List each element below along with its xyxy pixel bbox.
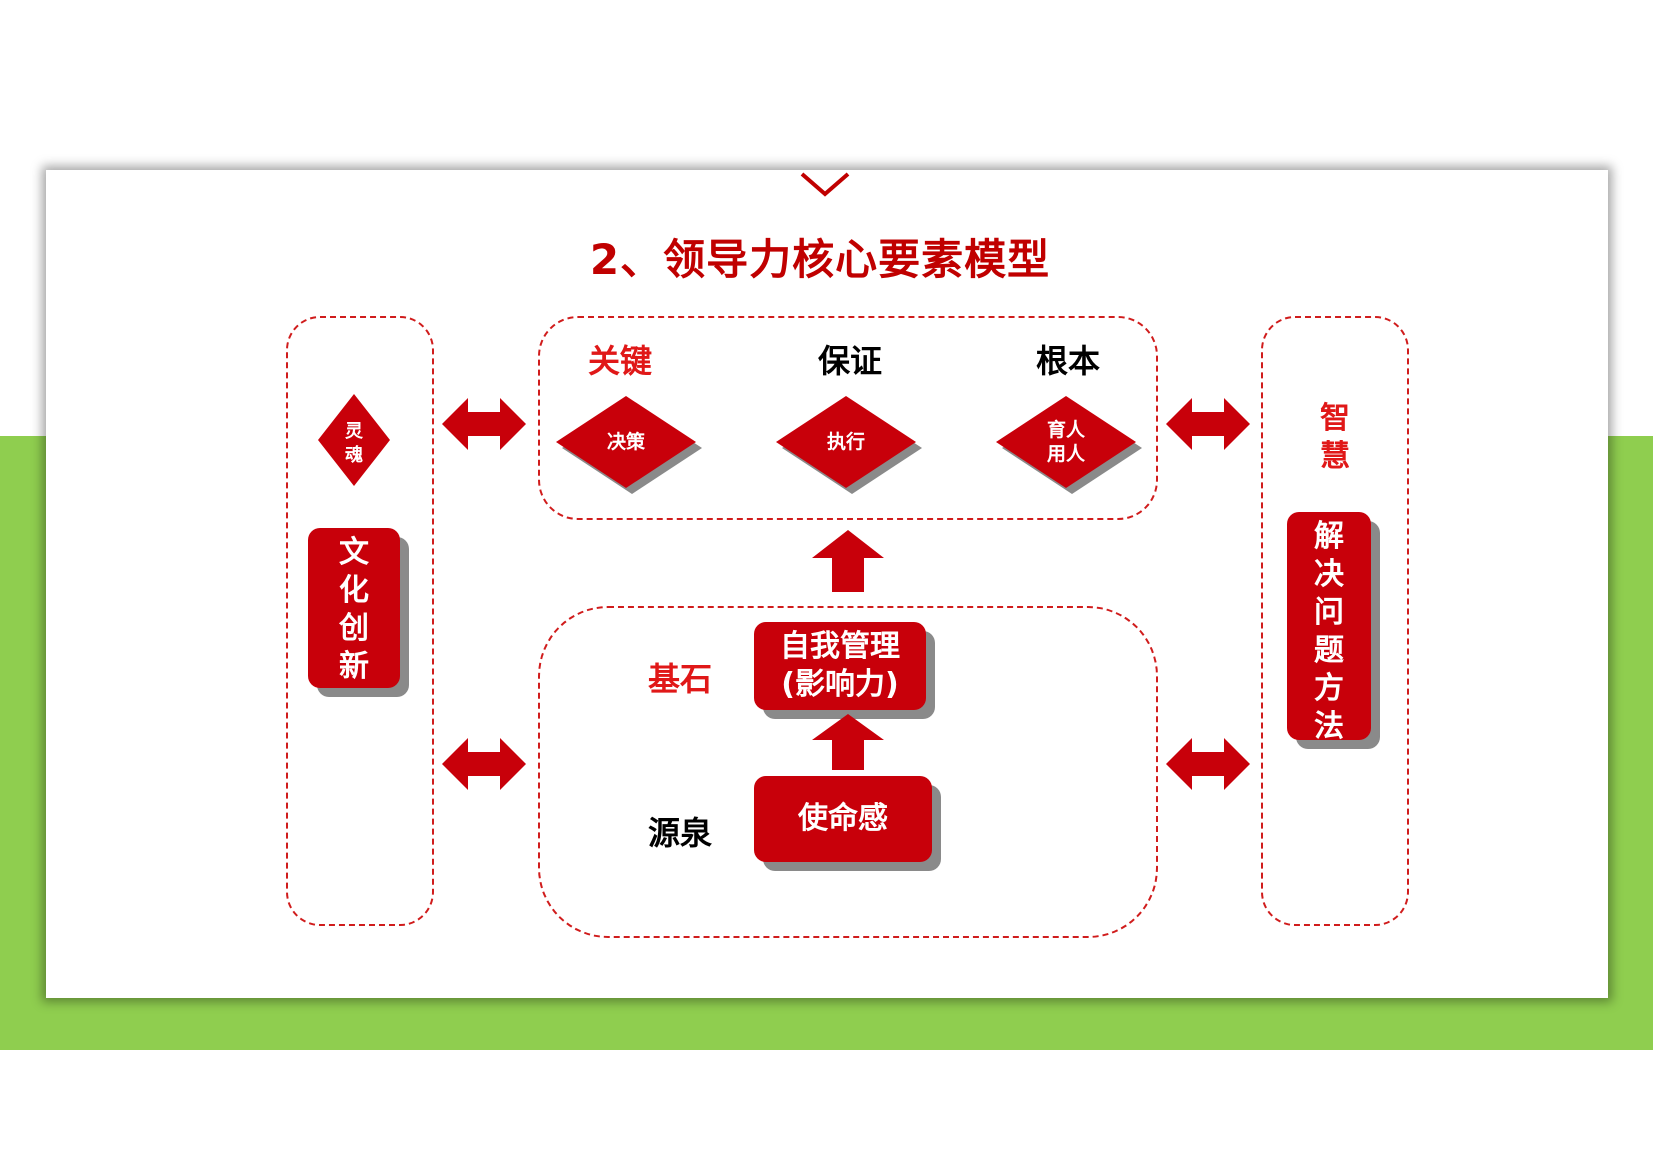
- up-arrow-icon-bottom: [812, 714, 884, 770]
- chevron-down-icon: [800, 172, 850, 197]
- heading-key: 关键: [588, 342, 653, 380]
- diamond-soul: [318, 394, 390, 486]
- diamond-decision: [556, 396, 702, 494]
- heading-foundation: 根本: [1036, 342, 1101, 380]
- left-panel-culture: [286, 316, 434, 926]
- diagram-title: 2、领导力核心要素模型: [589, 235, 1051, 284]
- double-arrow-icon-right-bottom: [1166, 738, 1250, 790]
- diamond-decision-label: 决策: [606, 431, 645, 453]
- top-panel-key-elements: [538, 316, 1158, 520]
- block-self-management: 自我管理 (影响力): [754, 622, 926, 710]
- foundation-label: 基石: [648, 660, 713, 698]
- diamond-people: [996, 396, 1142, 494]
- diamond-soul-label: 灵 魂: [345, 421, 363, 466]
- diamond-execution: [776, 396, 922, 494]
- heading-guarantee: 保证: [818, 342, 883, 380]
- diamond-execution-label: 执行: [826, 431, 865, 453]
- double-arrow-icon-left-top: [442, 398, 526, 450]
- double-arrow-icon-left-bottom: [442, 738, 526, 790]
- block-problem-solving-methods: 解 决 问 题 方 法: [1287, 512, 1371, 744]
- block-culture-innovation: 文 化 创 新: [308, 528, 400, 688]
- up-arrow-icon: [812, 530, 884, 592]
- wisdom-heading: 智 慧: [1320, 401, 1350, 474]
- block-mission: 使命感: [754, 776, 932, 862]
- bottom-panel-foundation: [538, 606, 1158, 938]
- diamond-people-label: 育人 用人: [1046, 419, 1085, 465]
- source-label: 源泉: [648, 814, 713, 852]
- double-arrow-icon-right-top: [1166, 398, 1250, 450]
- right-panel-wisdom: [1261, 316, 1409, 926]
